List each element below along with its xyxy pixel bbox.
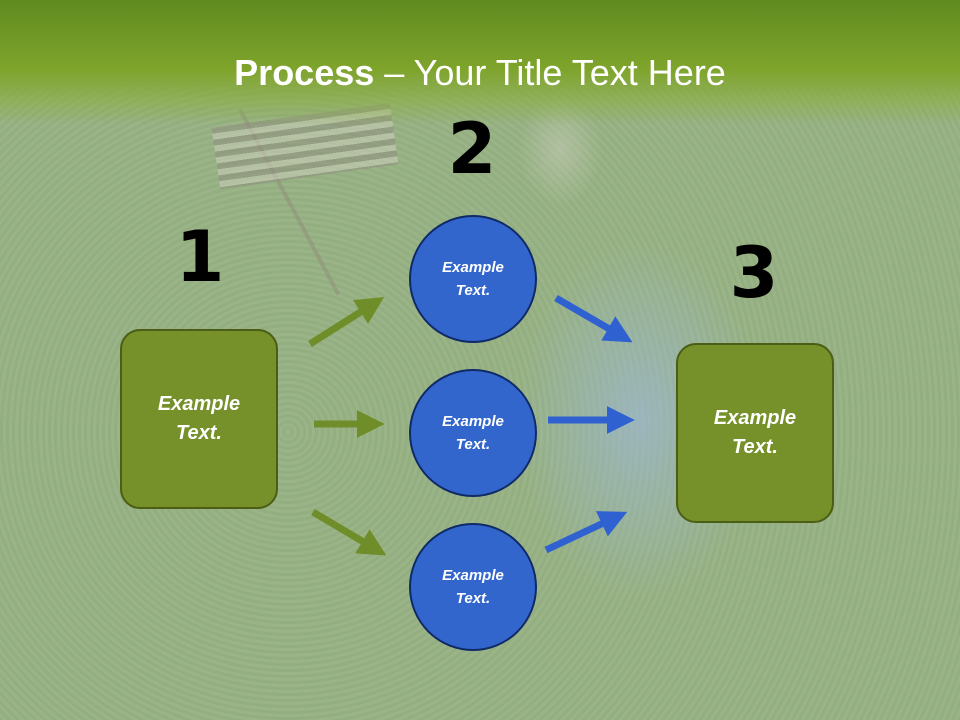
circle-top-label: Example Text. [423, 256, 523, 302]
circle-bottom-line2: Text. [455, 590, 491, 607]
step-3-box[interactable]: Example Text. [676, 343, 834, 523]
title-bold: Process [234, 52, 375, 93]
arrow-blue-down [554, 294, 633, 343]
circle-middle-line2: Text. [455, 436, 491, 453]
step-number-1: 1 [175, 216, 225, 298]
slide-title: Process – Your Title Text Here [0, 52, 960, 94]
arrow-green-up [308, 297, 385, 347]
step-3-label: Example Text. [705, 404, 805, 462]
step-1-line1: Example [157, 393, 241, 415]
step-1-box[interactable]: Example Text. [120, 329, 278, 509]
circle-bottom-line1: Example [442, 567, 504, 584]
title-bar [0, 0, 960, 125]
step-1-label: Example Text. [149, 390, 249, 448]
step-3-line1: Example [713, 407, 797, 429]
step-2-circle-bottom[interactable]: Example Text. [409, 523, 537, 651]
step-number-3: 3 [729, 232, 779, 314]
arrow-green-down [311, 508, 387, 556]
arrow-blue-up [544, 511, 628, 554]
title-rest: – Your Title Text Here [374, 52, 726, 93]
step-3-line2: Text. [732, 436, 778, 458]
step-2-circle-middle[interactable]: Example Text. [409, 369, 537, 497]
circle-bottom-label: Example Text. [423, 564, 523, 610]
circle-top-line1: Example [442, 259, 504, 276]
circle-middle-label: Example Text. [423, 410, 523, 456]
circle-top-line2: Text. [455, 282, 491, 299]
step-2-circle-top[interactable]: Example Text. [409, 215, 537, 343]
step-1-line2: Text. [176, 422, 222, 444]
step-number-2: 2 [447, 108, 497, 190]
circle-middle-line1: Example [442, 413, 504, 430]
